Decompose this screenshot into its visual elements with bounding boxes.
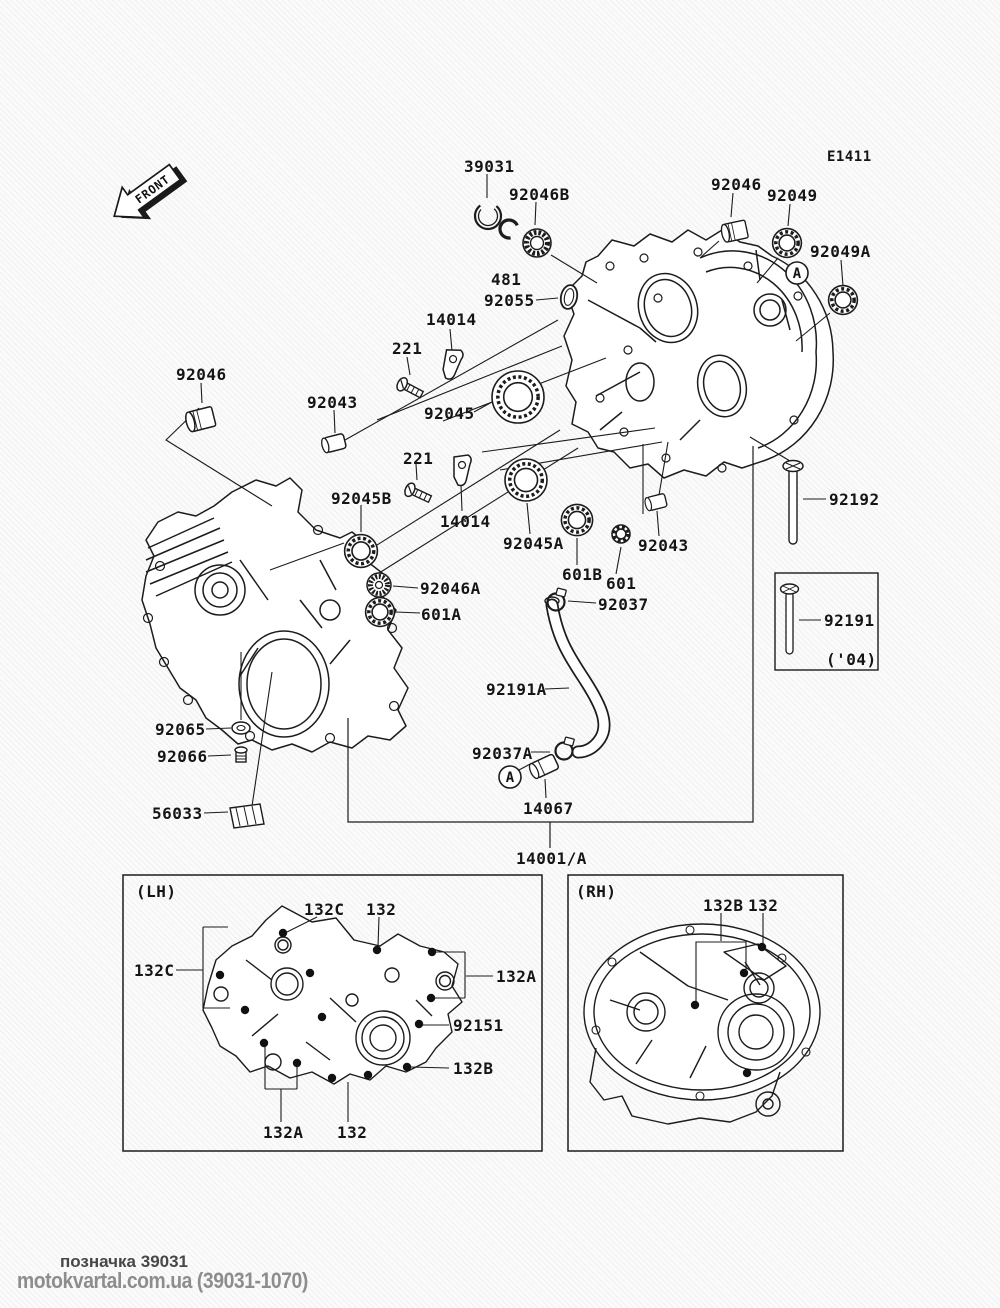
bearing-601b (560, 503, 594, 537)
left-crankcase-drawing (141, 477, 409, 753)
part-label-92046b: 92046B (509, 185, 570, 204)
bearing-92045 (492, 371, 544, 423)
drawing-code: E1411 (827, 149, 872, 165)
part-label-92046a: 92046A (420, 579, 481, 598)
bushing-92046-left (183, 405, 217, 434)
fitting-14067 (528, 753, 560, 780)
part-label-92191: 92191 (824, 611, 875, 630)
circlip-481 (498, 218, 520, 240)
part-label-92037a: 92037A (472, 744, 533, 763)
rh-view-box (567, 874, 844, 1152)
part-label-92045: 92045 (424, 404, 475, 423)
plate-14014-a (440, 347, 465, 382)
inset-box-92191 (774, 572, 879, 671)
rh-view-callout-lines (695, 913, 764, 1004)
part-label-14067: 14067 (523, 799, 574, 818)
part-label-92066: 92066 (157, 747, 208, 766)
part-label-132b-rh: 132B (703, 896, 744, 915)
lh-view-bolt-dots (215, 928, 437, 1083)
oring-92055 (559, 284, 579, 310)
part-label-92046-top: 92046 (711, 175, 762, 194)
detail-badge-a-bottom: A (498, 765, 522, 789)
detail-badge-a-bottom-label: A (506, 770, 515, 786)
footer-watermark: motokvartal.com.ua (39031-1070) (17, 1268, 308, 1293)
plug-92066 (234, 746, 248, 763)
part-label-92049a: 92049A (810, 242, 871, 261)
part-label-92049: 92049 (767, 186, 818, 205)
knurled-bushing-92046a (366, 572, 392, 598)
label-plate-56033 (229, 803, 265, 829)
part-label-601: 601 (606, 574, 637, 593)
clamp-92037a (554, 735, 576, 761)
dowel-pin-92043-b (643, 492, 669, 513)
rh-view-title: (RH) (576, 882, 617, 901)
part-label-601b: 601B (562, 565, 603, 584)
rh-view-bolt-dots (690, 942, 767, 1078)
part-label-92151: 92151 (453, 1016, 504, 1035)
part-label-39031: 39031 (464, 157, 515, 176)
lh-view-title: (LH) (136, 882, 177, 901)
bearing-92045a (503, 457, 549, 503)
front-arrow: FRONT (113, 163, 188, 220)
detail-badge-a-top: A (785, 261, 809, 285)
part-label-481: 481 (491, 270, 522, 289)
part-label-132-bottom: 132 (337, 1123, 368, 1142)
dowel-pin-92043-a (319, 432, 348, 455)
part-label-132-rh: 132 (748, 896, 779, 915)
part-label-132b-lh: 132B (453, 1059, 494, 1078)
part-label-92037: 92037 (598, 595, 649, 614)
part-label-92046-left: 92046 (176, 365, 227, 384)
screw-221-a (394, 375, 426, 402)
lh-crankcase-view (202, 905, 463, 1085)
bearing-601a (364, 596, 396, 628)
part-label-601a: 601A (421, 605, 462, 624)
part-label-132c-left: 132C (134, 961, 175, 980)
bearing-92049 (771, 227, 803, 259)
assembly-bracket-14001 (347, 446, 754, 848)
bearing-92045b (343, 533, 379, 569)
part-label-14001a: 14001/A (516, 849, 587, 868)
part-label-132a-right: 132A (496, 967, 537, 986)
detail-badge-a-top-label: A (793, 266, 802, 282)
lh-view-box (122, 874, 543, 1152)
rh-crankcase-view (583, 923, 821, 1125)
part-label-92043-b: 92043 (638, 536, 689, 555)
part-label-92191a: 92191A (486, 680, 547, 699)
part-label-221-b: 221 (403, 449, 434, 468)
dipstick-92192 (782, 459, 804, 545)
part-label-14014-b: 14014 (440, 512, 491, 531)
part-label-92065: 92065 (155, 720, 206, 739)
part-label-92045a: 92045A (503, 534, 564, 553)
part-label-92043-a: 92043 (307, 393, 358, 412)
part-label-132-top: 132 (366, 900, 397, 919)
part-label-132a-bottom: 132A (263, 1123, 304, 1142)
bushing-92046-top (719, 219, 750, 244)
part-label-221-a: 221 (392, 339, 423, 358)
breather-hose-92191a (544, 596, 611, 759)
needle-bearing-92046b (522, 228, 552, 258)
bearing-601 (611, 524, 631, 544)
part-label-56033: 56033 (152, 804, 203, 823)
right-crankcase-drawing (563, 229, 835, 479)
lh-view-callout-lines (176, 916, 493, 1122)
screw-221-b (402, 480, 434, 507)
plate-14014-b (453, 454, 472, 487)
inset-year-note: ('04) (826, 650, 877, 669)
part-label-92192: 92192 (829, 490, 880, 509)
part-label-92045b: 92045B (331, 489, 392, 508)
part-label-132c-top: 132C (304, 900, 345, 919)
bearing-92049a (827, 284, 859, 316)
footer-note: позначка 39031 (60, 1252, 189, 1271)
part-label-92055: 92055 (484, 291, 535, 310)
part-label-14014-a: 14014 (426, 310, 477, 329)
washer-92065 (231, 721, 251, 735)
